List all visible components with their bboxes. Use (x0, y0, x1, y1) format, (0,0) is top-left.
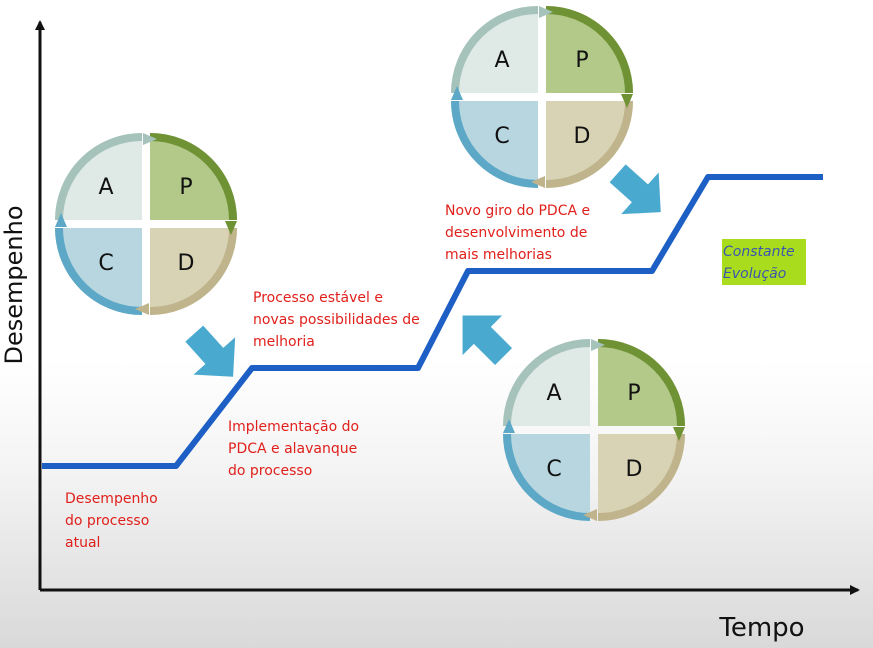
cycle-rotation-arrowhead (225, 221, 237, 235)
quadrant-check (55, 228, 142, 315)
cycle-rotation-arrowhead (451, 86, 463, 100)
cycle-letter-a: A (546, 381, 561, 406)
quadrant-plan-ring (597, 339, 685, 427)
quadrant-plan (546, 6, 633, 93)
cycle-letter-d: D (574, 124, 591, 149)
quadrant-check (451, 101, 538, 188)
label-new-cycle: Novo giro do PDCA e desenvolvimento de m… (445, 203, 591, 263)
cycle-letter-a: A (494, 48, 509, 73)
cycle-rotation-arrowhead (621, 94, 633, 108)
cycle-rotation-arrowhead (143, 133, 157, 145)
performance-step-line (42, 174, 823, 469)
quadrant-plan-ring (149, 133, 237, 221)
cycle-letter-p: P (179, 175, 192, 200)
cycle-letter-p: P (627, 381, 640, 406)
quadrant-plan (598, 339, 685, 426)
quadrant-check-ring (451, 100, 539, 188)
quadrant-do-ring (545, 100, 633, 188)
quadrant-act (503, 339, 590, 426)
label-constant-evolution: Constante Evolução (723, 244, 795, 282)
cycle-rotation-arrowhead (531, 176, 545, 188)
quadrant-plan-ring (545, 6, 633, 94)
quadrant-do (150, 228, 237, 315)
pdca-cycle-first: A P C D (55, 133, 237, 315)
quadrant-act-ring (451, 6, 539, 94)
cycle-rotation-arrowhead (673, 427, 685, 441)
cycle-letter-p: P (575, 48, 588, 73)
quadrant-check (503, 434, 590, 521)
cycle-letter-c: C (546, 457, 561, 482)
pdca-cycle-third: A P C D (503, 339, 685, 521)
quadrant-plan (150, 133, 237, 220)
cycle-rotation-arrowhead (503, 419, 515, 433)
cycle-letter-c: C (494, 124, 509, 149)
cycle-rotation-arrowhead (135, 303, 149, 315)
label-current-performance: Desempenho do processo atual (65, 491, 158, 551)
cycle-rotation-arrowhead (55, 213, 67, 227)
cycle-rotation-arrowhead (539, 6, 553, 18)
quadrant-do-ring (597, 433, 685, 521)
arrow-to-implementation (185, 325, 236, 377)
cycle-rotation-arrowhead (583, 509, 597, 521)
label-implementation: Implementação do PDCA e alavanque do pro… (228, 419, 360, 479)
x-axis-title: Tempo (718, 613, 804, 643)
pdca-cycle-second: A P C D (451, 6, 633, 188)
cycle-letter-d: D (178, 251, 195, 276)
quadrant-act-ring (55, 133, 143, 221)
pdca-cycles: A P C D A P C D A P C D (55, 6, 685, 521)
arrow-from-third-cycle (462, 315, 513, 366)
cycle-letter-c: C (98, 251, 113, 276)
constant-evolution-highlight (722, 239, 806, 285)
quadrant-check-ring (503, 433, 591, 521)
quadrant-do (598, 434, 685, 521)
cycle-rotation-arrowhead (591, 339, 605, 351)
quadrant-do-ring (149, 227, 237, 315)
y-axis-title: Desempenho (0, 206, 28, 365)
cycle-letter-a: A (98, 175, 113, 200)
quadrant-act (451, 6, 538, 93)
quadrant-act-ring (503, 339, 591, 427)
arrow-to-constant-evolution (609, 164, 661, 215)
quadrant-do (546, 101, 633, 188)
cycle-letter-d: D (626, 457, 643, 482)
quadrant-act (55, 133, 142, 220)
label-stable-process: Processo estável e novas possibilidades … (253, 290, 420, 350)
quadrant-check-ring (55, 227, 143, 315)
